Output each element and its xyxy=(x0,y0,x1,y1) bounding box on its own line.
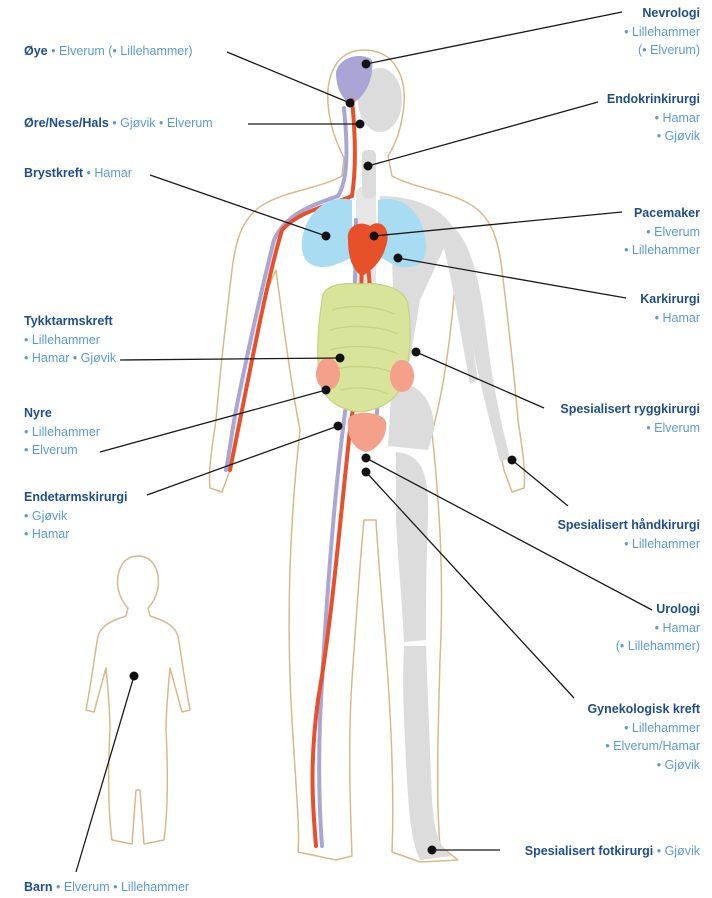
label-oye: Øye • Elverum (• Lillehammer) xyxy=(24,42,193,61)
label-ore-nese-hals: Øre/Nese/Hals • Gjøvik • Elverum xyxy=(24,114,213,133)
dot-endetarm xyxy=(334,422,343,431)
label-ende-location-2: • Hamar xyxy=(24,525,128,544)
label-nevro-title: Nevrologi xyxy=(624,4,700,23)
label-hand-location-1: • Lillehammer xyxy=(558,535,700,554)
label-nevrologi: Nevrologi • Lillehammer (• Elverum) xyxy=(624,4,700,60)
label-pacemaker: Pacemaker • Elverum • Lillehammer xyxy=(624,204,700,260)
label-tykk-location-2: • Hamar • Gjøvik xyxy=(24,349,116,368)
dot-kar xyxy=(394,254,403,263)
label-tykk-location-1: • Lillehammer xyxy=(24,331,116,350)
dot-tykktarm xyxy=(336,354,345,363)
label-pace-location-2: • Lillehammer xyxy=(624,241,700,260)
dot-urologi xyxy=(362,454,371,463)
label-gyn-location-2: • Elverum/Hamar xyxy=(587,737,700,756)
label-nyre-location-2: • Elverum xyxy=(24,441,100,460)
label-ende-location-1: • Gjøvik xyxy=(24,507,128,526)
label-gyn-title: Gynekologisk kreft xyxy=(587,700,700,719)
label-endo-location-2: • Gjøvik xyxy=(607,127,700,146)
label-uro-title: Urologi xyxy=(616,600,700,619)
label-ore-location: • Gjøvik • Elverum xyxy=(112,116,212,130)
label-handkirurgi: Spesialisert håndkirurgi • Lillehammer xyxy=(558,516,700,553)
label-gynekologisk-kreft: Gynekologisk kreft • Lillehammer • Elver… xyxy=(587,700,700,774)
label-tykk-title: Tykktarmskreft xyxy=(24,312,116,331)
label-fot-title: Spesialisert fotkirurgi xyxy=(525,844,654,858)
label-oye-title: Øye xyxy=(24,44,48,58)
label-pace-location-1: • Elverum xyxy=(624,223,700,242)
label-gyn-location-1: • Lillehammer xyxy=(587,719,700,738)
label-nyre-location-1: • Lillehammer xyxy=(24,423,100,442)
label-bryst-title: Brystkreft xyxy=(24,166,83,180)
label-rygg-title: Spesialisert ryggkirurgi xyxy=(560,400,700,419)
label-barn-location: • Elverum • Lillehammer xyxy=(56,880,189,894)
label-bryst-location: • Hamar xyxy=(87,166,132,180)
dot-oye xyxy=(346,99,355,108)
label-nyre-title: Nyre xyxy=(24,404,100,423)
label-urologi: Urologi • Hamar (• Lillehammer) xyxy=(616,600,700,656)
dot-rygg xyxy=(412,348,421,357)
label-endo-location-1: • Hamar xyxy=(607,109,700,128)
dot-nevrologi xyxy=(362,60,371,69)
label-brystkreft: Brystkreft • Hamar xyxy=(24,164,132,183)
label-kar-location-1: • Hamar xyxy=(640,309,700,328)
label-uro-location-2: (• Lillehammer) xyxy=(616,637,700,656)
label-rygg-location-1: • Elverum xyxy=(560,419,700,438)
label-barn-title: Barn xyxy=(24,880,52,894)
label-hand-title: Spesialisert håndkirurgi xyxy=(558,516,700,535)
label-karkirurgi: Karkirurgi • Hamar xyxy=(640,290,700,327)
label-kar-title: Karkirurgi xyxy=(640,290,700,309)
dot-pacemaker xyxy=(370,232,379,241)
leader-nevro xyxy=(366,12,622,64)
dot-endokrin xyxy=(364,162,373,171)
dot-nyre xyxy=(322,386,331,395)
label-nyre: Nyre • Lillehammer • Elverum xyxy=(24,404,100,460)
label-endo-title: Endokrinkirurgi xyxy=(607,90,700,109)
child-body-outline xyxy=(86,556,190,844)
dot-bryst xyxy=(322,232,331,241)
label-tykktarmskreft: Tykktarmskreft • Lillehammer • Hamar • G… xyxy=(24,312,116,368)
label-endetarmskirurgi: Endetarmskirurgi • Gjøvik • Hamar xyxy=(24,488,128,544)
label-ende-title: Endetarmskirurgi xyxy=(24,488,128,507)
dot-gyn xyxy=(362,468,371,477)
label-endokrinkirurgi: Endokrinkirurgi • Hamar • Gjøvik xyxy=(607,90,700,146)
dot-hand xyxy=(508,456,517,465)
label-fotkirurgi: Spesialisert fotkirurgi • Gjøvik xyxy=(525,842,700,861)
label-barn: Barn • Elverum • Lillehammer xyxy=(24,878,189,897)
label-oye-location: • Elverum (• Lillehammer) xyxy=(51,44,192,58)
label-nevro-location-2: (• Elverum) xyxy=(624,41,700,60)
dot-barn xyxy=(130,672,139,681)
label-uro-location-1: • Hamar xyxy=(616,619,700,638)
label-ryggkirurgi: Spesialisert ryggkirurgi • Elverum xyxy=(560,400,700,437)
dot-fot xyxy=(428,846,437,855)
intestines xyxy=(318,284,410,412)
dot-ore xyxy=(356,120,365,129)
label-nevro-location-1: • Lillehammer xyxy=(624,23,700,42)
label-gyn-location-3: • Gjøvik xyxy=(587,756,700,775)
label-pace-title: Pacemaker xyxy=(624,204,700,223)
label-fot-location: • Gjøvik xyxy=(657,844,700,858)
label-ore-title: Øre/Nese/Hals xyxy=(24,116,109,130)
